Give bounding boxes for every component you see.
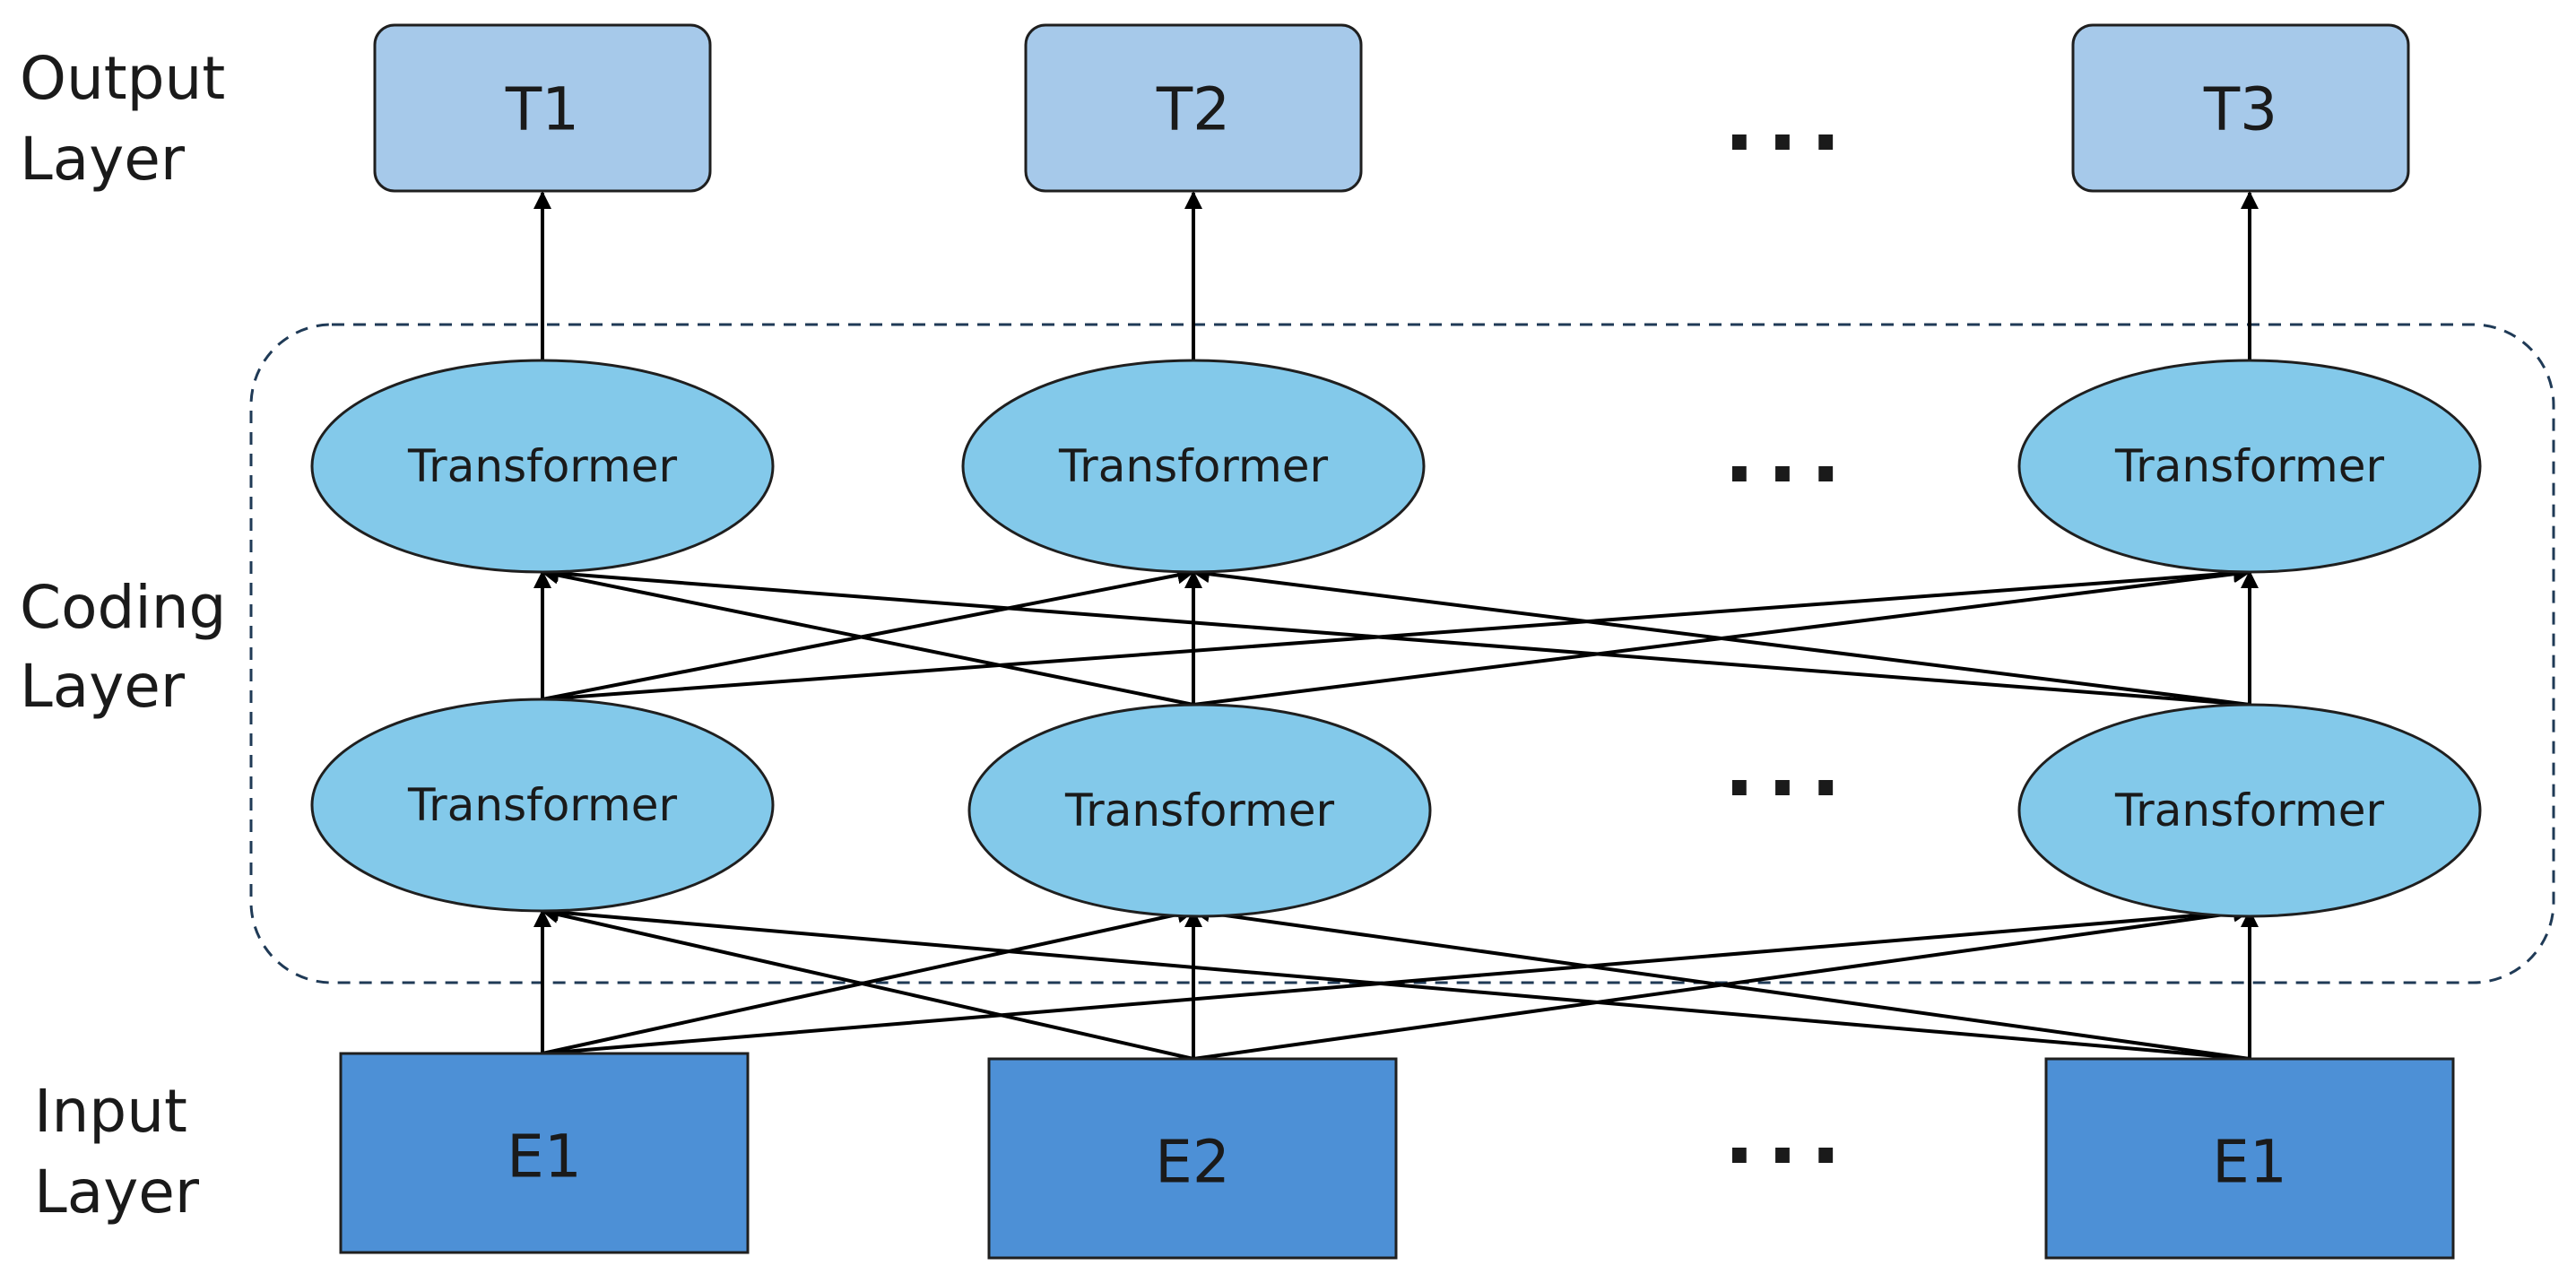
lower-transformer-1: Transformer xyxy=(310,698,775,913)
transformer-label: Transformer xyxy=(407,440,677,492)
transformer-label: Transformer xyxy=(1058,440,1328,492)
edge-input-3-to-lower-1 xyxy=(541,903,2251,1061)
input-node-label: E2 xyxy=(1155,1128,1230,1197)
ellipsis-output-row: ··· xyxy=(1724,96,1854,190)
transformer-label: Transformer xyxy=(2114,440,2384,492)
output-node-t2: T2 xyxy=(1024,23,1363,193)
lower-transformer-2: Transformer xyxy=(967,703,1432,918)
edge-lower-1-to-upper-2 xyxy=(542,566,1195,701)
connection-edges xyxy=(533,191,2259,1061)
input-node-label: E1 xyxy=(507,1123,582,1192)
transformer-label: Transformer xyxy=(2114,785,2384,837)
input-node-label: E1 xyxy=(2212,1128,2287,1197)
coding-layer-label-line1: Coding xyxy=(20,573,226,642)
transformer-label: Transformer xyxy=(407,779,677,831)
output-layer-label-line1: Output xyxy=(20,44,225,113)
edge-lower-1-to-upper-3 xyxy=(542,564,2251,701)
edge-input-2-to-lower-1 xyxy=(541,906,1194,1061)
edge-lower-3-to-upper-1 xyxy=(541,564,2251,707)
input-node-e2: E2 xyxy=(987,1057,1398,1260)
coding-layer-label-line2: Layer xyxy=(20,652,186,721)
ellipsis-upper-transformer-row: ··· xyxy=(1724,428,1854,522)
ellipsis-lower-transformer-row: ··· xyxy=(1724,741,1854,836)
upper-transformer-2: Transformer xyxy=(961,359,1426,574)
output-node-t1: T1 xyxy=(373,23,712,193)
input-node-e1: E1 xyxy=(339,1052,750,1254)
edge-lower-3-to-upper-2 xyxy=(1192,565,2251,707)
ellipsis-input-row: ··· xyxy=(1724,1109,1854,1203)
output-layer-label-line2: Layer xyxy=(20,125,186,194)
input-node-e1-last: E1 xyxy=(2044,1057,2455,1260)
upper-transformer-3: Transformer xyxy=(2017,359,2482,574)
output-node-label: T1 xyxy=(505,75,579,144)
lower-transformer-3: Transformer xyxy=(2017,703,2482,918)
upper-transformer-1: Transformer xyxy=(310,359,775,574)
edge-lower-2-to-upper-1 xyxy=(541,566,1194,707)
output-node-label: T3 xyxy=(2203,75,2277,144)
edge-input-1-to-lower-2 xyxy=(542,906,1195,1055)
output-node-label: T2 xyxy=(1156,75,1230,144)
transformer-label: Transformer xyxy=(1064,785,1334,837)
output-node-t3: T3 xyxy=(2071,23,2410,193)
edge-input-1-to-lower-3 xyxy=(542,903,2251,1055)
input-layer-label-line2: Layer xyxy=(34,1157,200,1227)
input-layer-label-line1: Input xyxy=(34,1077,187,1146)
edge-input-3-to-lower-2 xyxy=(1192,904,2251,1061)
